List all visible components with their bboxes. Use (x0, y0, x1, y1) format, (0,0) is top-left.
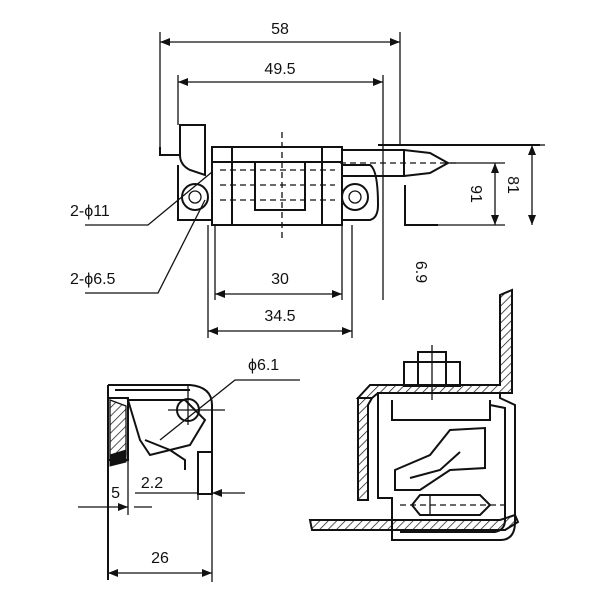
latch-body (211, 146, 343, 226)
latch-housing (377, 392, 516, 541)
dim-2-2-label: 2.2 (141, 475, 163, 492)
dim-26-label: 26 (151, 550, 169, 567)
dim-5-label: 5 (111, 485, 120, 502)
side-bracket (108, 384, 213, 493)
hole-phi6-1-label: ϕ6.1 (248, 357, 279, 374)
section-view (308, 288, 520, 541)
frame-panel-top (355, 288, 513, 399)
mount-hole-right (341, 183, 369, 211)
dim-34-5-label: 34.5 (264, 308, 295, 325)
mount-hole-left (181, 183, 209, 211)
frame-panel-left (357, 397, 374, 501)
hole-phi6-5-label: 2-ϕ6.5 (70, 271, 116, 288)
side-view: ϕ6.1 5 2.2 26 (78, 357, 300, 582)
frame-panel-bottom (308, 513, 520, 531)
leader-phi6-5 (85, 199, 206, 294)
hook-part (179, 124, 206, 177)
dim-91-label: 91 (467, 185, 484, 203)
dim-30-label: 30 (271, 271, 289, 288)
leader-phi6-1 (159, 379, 300, 441)
dim-81-label: 81 (504, 176, 521, 194)
top-view: 58 49.5 9 (70, 21, 545, 338)
dim-6-9-label: 6.9 (412, 261, 429, 283)
dim-49-5-label: 49.5 (264, 61, 295, 78)
dim-58-label: 58 (271, 21, 289, 38)
hole-phi11-label: 2-ϕ11 (70, 203, 110, 220)
leader-phi11 (85, 171, 213, 226)
